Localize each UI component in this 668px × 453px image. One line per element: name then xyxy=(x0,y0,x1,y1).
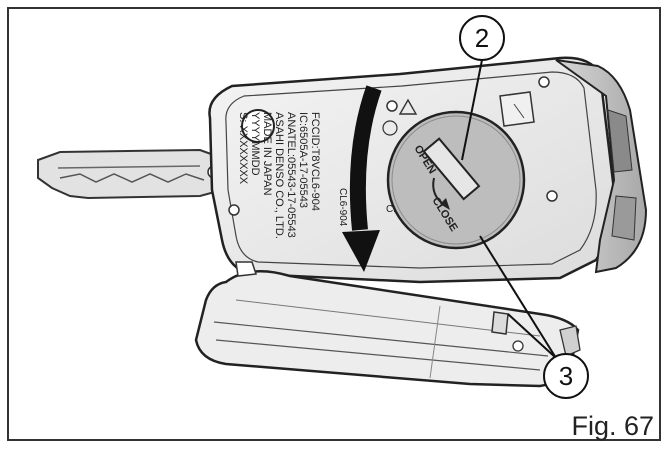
label-line: FCCID:T8VCL6-904 xyxy=(309,112,321,211)
leader-line-3b xyxy=(507,313,557,359)
certification-mark-icon xyxy=(382,120,398,136)
label-line: IC:6505A-17-05543 xyxy=(297,112,309,208)
battery-cover: OPEN CLOSE xyxy=(386,110,526,250)
key-blade xyxy=(37,148,223,200)
warning-triangle-icon xyxy=(398,98,418,115)
svg-text:CL6-904: CL6-904 xyxy=(337,188,348,227)
leader-line-3a xyxy=(479,235,557,359)
label-line: YYYYMMDD xyxy=(249,112,261,176)
figure-label: Fig. 67 xyxy=(571,411,654,441)
callout-2: 2 xyxy=(459,15,505,61)
coin-slot xyxy=(422,137,481,201)
leader-line-2 xyxy=(461,59,483,161)
callout-3: 3 xyxy=(543,353,589,399)
svg-text:2: 2 xyxy=(475,23,489,53)
label-line: ASAHI DENSO CO., LTD. xyxy=(273,112,285,239)
figure-frame xyxy=(7,7,661,441)
cover-tab xyxy=(491,311,509,335)
label-line: MADE IN JAPAN xyxy=(261,112,273,196)
back-cover xyxy=(194,261,581,388)
model-number: CL6-904 xyxy=(337,188,348,227)
regulatory-label: FCCID:T8VCL6-904 IC:6505A-17-05543 ANATE… xyxy=(237,112,321,239)
svg-text:3: 3 xyxy=(559,361,573,391)
label-line: S: XXXXXXXX xyxy=(237,112,249,185)
label-line: ANATEL:05543-17-05543 xyxy=(285,112,297,238)
rotation-direction-arrow xyxy=(342,85,382,272)
